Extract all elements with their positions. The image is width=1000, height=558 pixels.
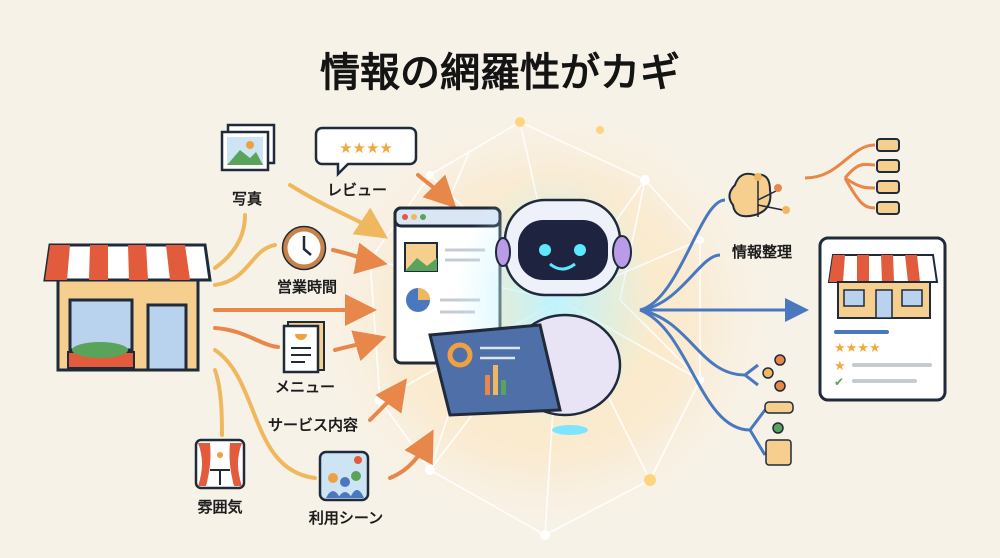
organized-list-icon <box>804 138 900 215</box>
output-flow-lines <box>639 198 809 456</box>
label-menu: メニュー <box>275 378 335 396</box>
page-title: 情報の網羅性がカギ <box>320 50 680 96</box>
usage-scene-icon <box>318 450 370 502</box>
label-usage-scene: 利用シーン <box>309 509 383 527</box>
label-photo: 写真 <box>232 190 262 208</box>
ai-robot-icon <box>428 170 655 435</box>
node-icons <box>762 354 794 466</box>
svg-text:✔: ✔ <box>834 375 844 389</box>
label-atmosphere: 雰囲気 <box>197 498 242 516</box>
input-flow-lines <box>213 173 457 480</box>
svg-text:★: ★ <box>834 359 846 374</box>
label-service-content: サービス内容 <box>268 416 358 434</box>
review-bubble-icon: ★★★★ <box>314 126 418 178</box>
menu-icon <box>282 321 325 374</box>
svg-text:★★★★: ★★★★ <box>339 139 393 157</box>
svg-text:★★★★: ★★★★ <box>834 341 881 356</box>
clock-icon <box>281 225 327 271</box>
label-info-organization: 情報整理 <box>732 243 792 261</box>
atmosphere-icon <box>194 438 246 490</box>
photo-icon <box>220 123 276 172</box>
store-listing-card: ★★★★ ★ ✔ <box>818 236 947 402</box>
label-business-hours: 営業時間 <box>277 278 337 296</box>
store-icon <box>43 243 212 372</box>
label-review: レビュー <box>327 181 387 199</box>
brain-icon <box>728 172 790 218</box>
